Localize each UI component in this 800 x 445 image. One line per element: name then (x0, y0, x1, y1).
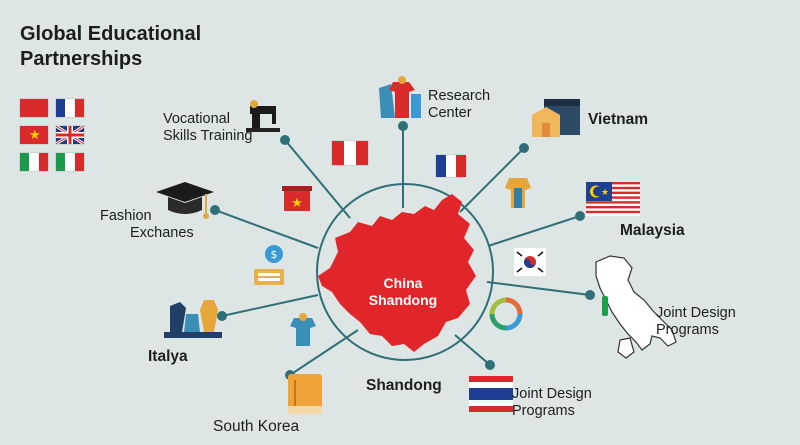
flag-peru-icon (20, 99, 48, 117)
mannequin-icon (164, 296, 222, 338)
book-icon (284, 372, 326, 416)
center-label-line-2: Shandong (368, 291, 438, 308)
graduation-cap-icon (154, 180, 216, 222)
node-joint-bottom-line-1: Joint Design (512, 386, 592, 402)
page-title: Global Educational Partnerships (20, 22, 201, 72)
center-label: China Shandong (358, 275, 448, 309)
link-vocational (284, 139, 351, 219)
node-joint-bottom-label: Joint Design Programs (512, 386, 592, 421)
node-italya-label: Italya (148, 348, 188, 365)
flag-france-icon (436, 155, 466, 177)
link-malaysia (487, 215, 581, 247)
node-joint-right-line-2: Programs (656, 322, 719, 339)
link-joint-bottom (454, 334, 491, 366)
flag-italy-icon (20, 153, 48, 171)
flag-peru-icon (332, 141, 368, 165)
mannequin-icon (286, 312, 320, 348)
sardinia-map-icon (617, 337, 635, 359)
node-joint-right-line-1: Joint Design (656, 305, 736, 321)
node-research-label: Research Center (428, 88, 490, 123)
italy-flag-mini-icon (602, 296, 608, 316)
flag-france-icon (56, 99, 84, 117)
node-research-line-1: Research (428, 88, 491, 104)
svg-text:★: ★ (291, 196, 303, 211)
flag-italy-icon (56, 153, 84, 171)
link-south-korea (289, 329, 359, 376)
mannequin-icon (503, 174, 533, 212)
node-research-line-2: Center (428, 105, 472, 122)
node-shandong-label: Shandong (366, 377, 442, 394)
shop-icon (530, 97, 582, 139)
node-south-korea-label: South Korea (213, 418, 300, 435)
link-joint-right (486, 281, 591, 296)
hub-ring (316, 183, 494, 361)
flag-korea-icon (514, 248, 546, 276)
node-fashion-line-1: Fashion (100, 208, 152, 224)
italy-map-icon (595, 255, 677, 351)
title-line-2: Partnerships (20, 48, 143, 70)
link-italya (221, 294, 319, 317)
flag-uk-icon (56, 126, 84, 144)
node-joint-bottom-line-2: Programs (512, 403, 575, 420)
title-line-1: Global Educational (20, 23, 202, 45)
node-malaysia-label: Malaysia (620, 222, 685, 239)
china-map-icon (318, 194, 476, 352)
link-fashion (214, 209, 319, 249)
cycle-arrows-icon (488, 296, 524, 332)
node-vocational-line-2: Skills Training (163, 128, 253, 145)
flag-vietnam-icon: ★ (20, 126, 48, 144)
shop-icon: ★ (282, 183, 312, 213)
node-joint-right-label: Joint Design Programs (656, 305, 736, 340)
node-vietnam-label: Vietnam (588, 111, 649, 128)
sewing-machine-icon (242, 96, 284, 134)
node-vocational-line-1: Vocational (163, 111, 230, 127)
link-vietnam (459, 147, 525, 213)
flag-thailand-icon (469, 376, 513, 414)
calculator-icon: $ (252, 243, 286, 287)
svg-text:★: ★ (601, 188, 609, 198)
mannequin-icon (377, 74, 423, 120)
svg-text:$: $ (271, 248, 278, 261)
node-vocational-label: Vocational Skills Training (163, 111, 252, 146)
node-fashion-line-2: Exchanes (130, 225, 194, 242)
flag-malaysia-icon: ★ (586, 182, 640, 216)
node-fashion-label: Fashion Exchanes (100, 208, 194, 243)
center-label-line-1: China (383, 275, 423, 291)
